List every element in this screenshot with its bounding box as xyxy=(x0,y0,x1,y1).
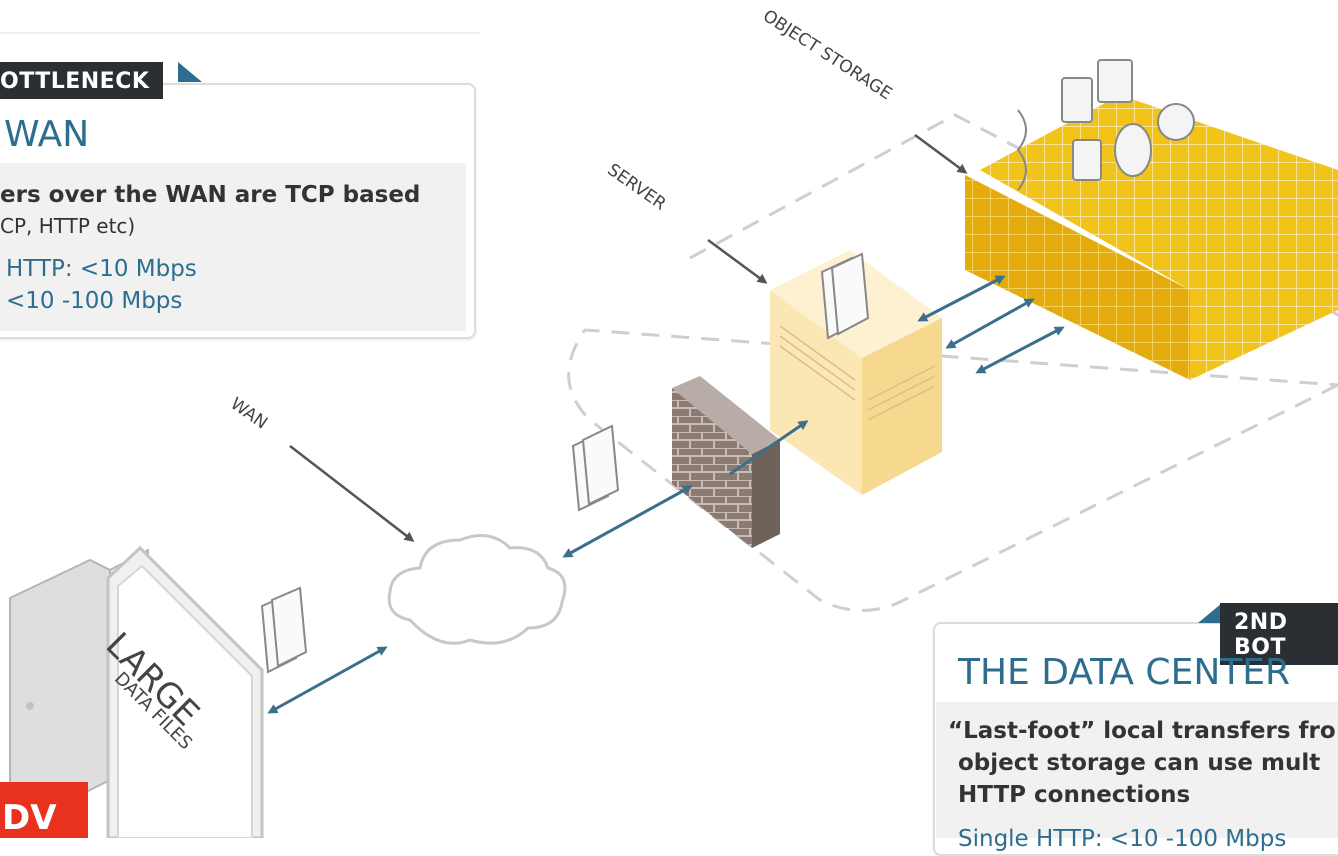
wan-card-tag-fold xyxy=(178,62,202,82)
wan-card-tag: OTTLENECK xyxy=(0,62,164,99)
arrow-storage-server-3 xyxy=(975,326,1065,374)
pointer-object-storage xyxy=(914,133,968,174)
data-transfer-diagram xyxy=(0,32,1338,838)
pointer-wan xyxy=(289,445,415,542)
pointer-server xyxy=(707,238,768,284)
wan-card-line4: <10 -100 Mbps xyxy=(6,288,183,314)
data-center-card-strip xyxy=(936,702,1338,838)
arrow-storage-server-1 xyxy=(917,275,1006,322)
arrow-computer-cloud xyxy=(267,646,388,714)
data-center-card-tag: 2ND BOT xyxy=(1220,603,1338,665)
wan-card-line3: HTTP: <10 Mbps xyxy=(6,256,197,282)
logo-badge-text: DV xyxy=(2,798,57,838)
logo-badge: DV xyxy=(0,782,88,838)
wan-card-line2: CP, HTTP etc) xyxy=(0,214,136,238)
wan-card-strip xyxy=(0,163,466,331)
arrow-cloud-firewall xyxy=(562,485,693,558)
arrow-firewall-server xyxy=(729,420,809,476)
data-center-card-line4: Single HTTP: <10 -100 Mbps xyxy=(958,826,1287,852)
wan-card-title: WAN xyxy=(4,114,90,155)
firewall-icon xyxy=(672,376,780,548)
storage-cube-icon xyxy=(965,59,1338,380)
data-center-card-line2: object storage can use mult xyxy=(958,750,1321,776)
data-center-tag-fold xyxy=(1198,603,1222,623)
computer-icon xyxy=(9,545,264,838)
data-center-card-title: THE DATA CENTER xyxy=(958,652,1290,693)
wan-card-line1: ers over the WAN are TCP based xyxy=(0,182,421,208)
arrow-storage-server-2 xyxy=(945,298,1035,349)
data-center-boundary xyxy=(567,113,1338,612)
data-center-card-line1: “Last-foot” local transfers fro xyxy=(948,718,1336,744)
data-center-card-line3: HTTP connections xyxy=(958,782,1191,808)
cloud-icon xyxy=(387,534,567,645)
